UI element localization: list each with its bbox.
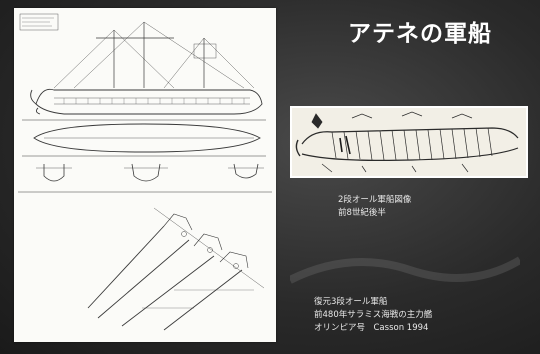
decorative-streak [290,256,520,284]
ship-vase-illustration [295,111,519,173]
ship-caption: 復元3段オール軍船 前480年サラミス海戦の主力艦 オリンピア号 Casson … [314,296,432,335]
trireme-drawing-panel [14,8,276,342]
trireme-technical-drawing [18,13,272,331]
ship-caption-line: オリンピア号 Casson 1994 [314,323,429,333]
vase-caption: 2段オール軍船図像 前8世紀後半 [338,194,411,220]
ship-caption-line: 復元3段オール軍船 [314,297,388,307]
vase-caption-line: 前8世紀後半 [338,208,386,218]
ship-caption-line: 前480年サラミス海戦の主力艦 [314,310,433,320]
vase-caption-line: 2段オール軍船図像 [338,195,412,205]
vase-painting-image [290,106,528,178]
slide-title: アテネの軍船 [348,21,492,47]
